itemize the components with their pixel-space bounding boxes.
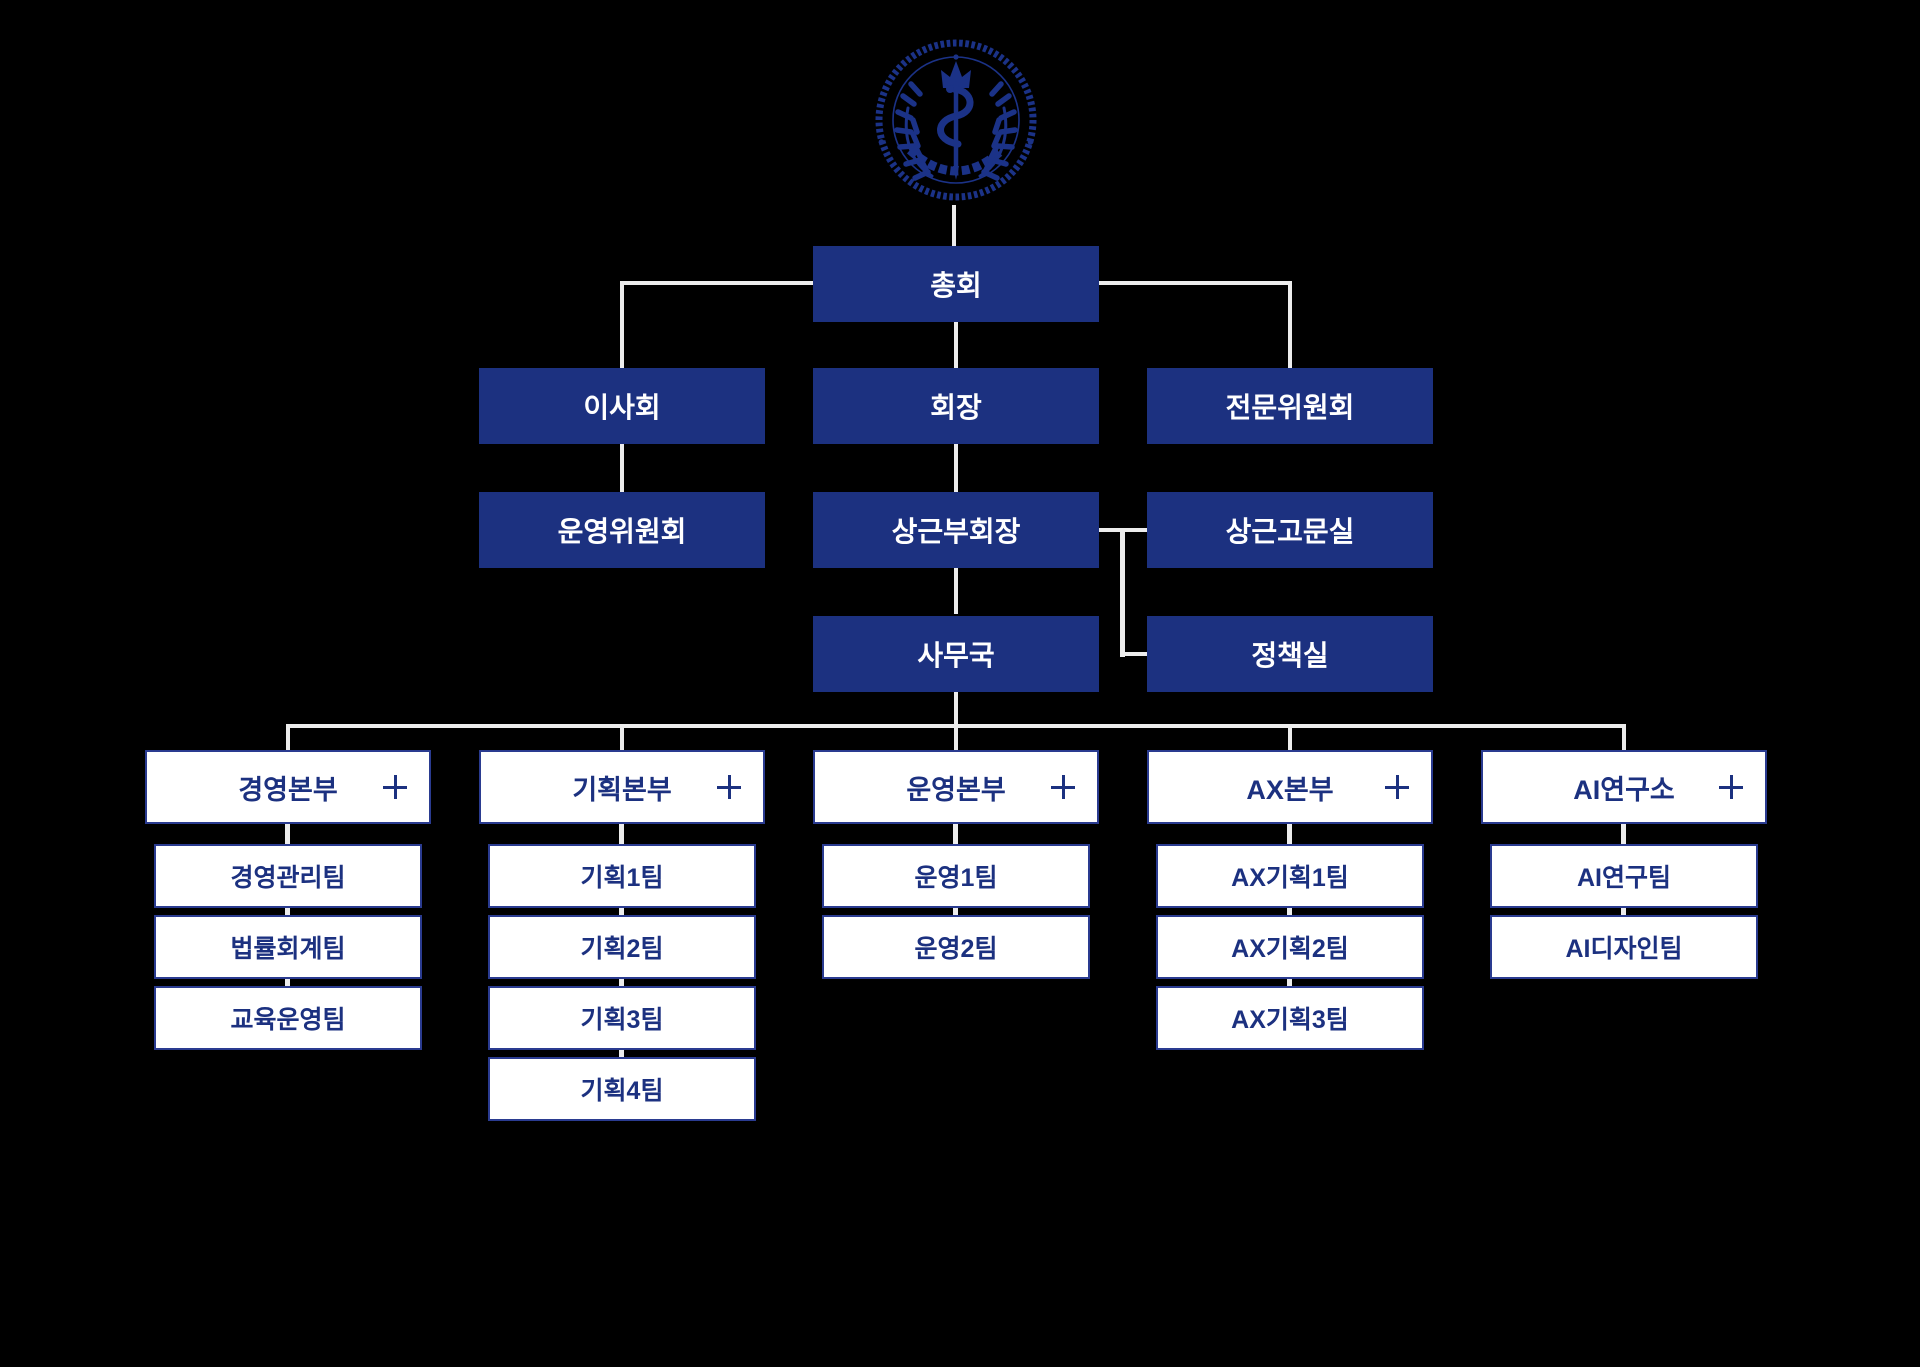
- node-secretariat: 사무국: [813, 616, 1099, 692]
- connector-line: [620, 444, 624, 492]
- node-standing-vice-president: 상근부회장: [813, 492, 1099, 568]
- connector-line: [619, 979, 624, 986]
- plus-icon[interactable]: [717, 775, 741, 799]
- division-label: 운영본부: [906, 774, 1006, 805]
- division-label: AI연구소: [1573, 774, 1675, 805]
- connector-line: [1287, 824, 1292, 844]
- node-policy-office: 정책실: [1147, 616, 1433, 692]
- team-node: 기획2팀: [488, 915, 756, 979]
- plus-icon[interactable]: [1719, 775, 1743, 799]
- connector-line: [1287, 979, 1292, 986]
- team-node: AX기획3팀: [1156, 986, 1424, 1050]
- node-steering-committee: 운영위원회: [479, 492, 765, 568]
- connector-line: [285, 824, 290, 844]
- plus-icon[interactable]: [1051, 775, 1075, 799]
- connector-line: [954, 444, 958, 492]
- plus-icon[interactable]: [1385, 775, 1409, 799]
- node-general-assembly: 총회: [813, 246, 1099, 322]
- connector-line: [954, 568, 958, 614]
- division-label: 기획본부: [572, 774, 672, 805]
- connector-line: [1622, 726, 1626, 750]
- connector-line: [954, 692, 958, 750]
- team-node: AX기획1팀: [1156, 844, 1424, 908]
- team-node: AX기획2팀: [1156, 915, 1424, 979]
- connector-line: [286, 726, 290, 750]
- division-header-ai-research-institute[interactable]: AI연구소: [1481, 750, 1767, 824]
- plus-icon[interactable]: [383, 775, 407, 799]
- team-node: 운영2팀: [822, 915, 1090, 979]
- connector-line: [285, 979, 290, 986]
- node-board-of-directors: 이사회: [479, 368, 765, 444]
- connector-line: [1621, 824, 1626, 844]
- connector-line: [619, 1050, 624, 1057]
- connector-line: [953, 824, 958, 844]
- association-emblem-icon: [870, 34, 1042, 206]
- team-node: 운영1팀: [822, 844, 1090, 908]
- connector-line: [619, 908, 624, 915]
- connector-line: [952, 205, 956, 246]
- team-node: 기획1팀: [488, 844, 756, 908]
- node-standing-advisors-office: 상근고문실: [1147, 492, 1433, 568]
- team-node: 기획3팀: [488, 986, 756, 1050]
- division-header-management[interactable]: 경영본부: [145, 750, 431, 824]
- division-header-ax[interactable]: AX본부: [1147, 750, 1433, 824]
- connector-line: [1287, 908, 1292, 915]
- team-node: 교육운영팀: [154, 986, 422, 1050]
- node-expert-committee: 전문위원회: [1147, 368, 1433, 444]
- connector-line: [620, 726, 624, 750]
- division-label: AX본부: [1246, 774, 1334, 805]
- connector-line: [1621, 908, 1626, 915]
- connector-line: [1288, 726, 1292, 750]
- node-president: 회장: [813, 368, 1099, 444]
- connector-line: [1120, 652, 1147, 656]
- team-node: AI디자인팀: [1490, 915, 1758, 979]
- connector-line: [620, 281, 624, 368]
- connector-line: [1288, 281, 1292, 368]
- division-header-planning[interactable]: 기획본부: [479, 750, 765, 824]
- team-node: 법률회계팀: [154, 915, 422, 979]
- connector-line: [619, 824, 624, 844]
- team-node: 기획4팀: [488, 1057, 756, 1121]
- division-header-operations[interactable]: 운영본부: [813, 750, 1099, 824]
- team-node: AI연구팀: [1490, 844, 1758, 908]
- team-node: 경영관리팀: [154, 844, 422, 908]
- connector-line: [620, 281, 815, 285]
- connector-line: [285, 908, 290, 915]
- connector-line: [953, 908, 958, 915]
- connector-line: [1097, 281, 1292, 285]
- connector-line: [286, 724, 1626, 728]
- division-label: 경영본부: [238, 774, 338, 805]
- connector-line: [954, 322, 958, 368]
- connector-line: [1120, 528, 1125, 657]
